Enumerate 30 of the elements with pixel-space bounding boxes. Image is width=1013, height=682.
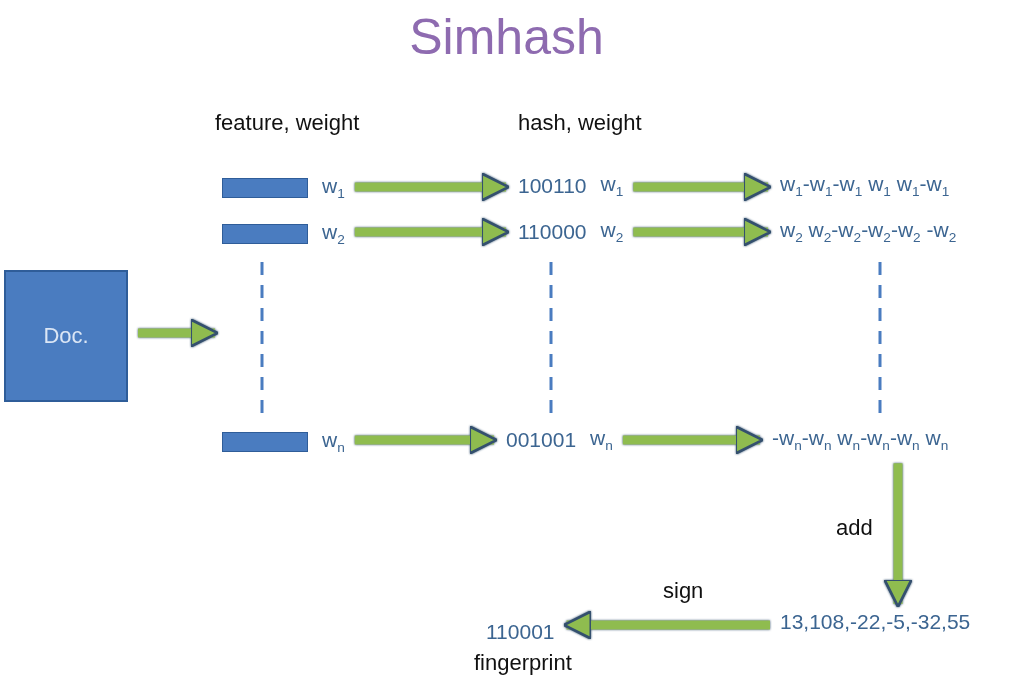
arrow bbox=[562, 610, 770, 640]
arrow bbox=[633, 172, 773, 202]
weight-text: w$_{n}$ bbox=[322, 428, 345, 456]
document-box: Doc. bbox=[4, 270, 128, 402]
value-text: w$_{1}$-w$_{1}$-w$_{1}$ w$_{1}$ w$_{1}$-w$_{1}$ bbox=[780, 172, 950, 200]
arrow bbox=[633, 217, 773, 247]
title: Simhash bbox=[408, 8, 605, 66]
arrow bbox=[354, 172, 511, 202]
edge-label: sign bbox=[663, 578, 704, 604]
weight-text: w$_{2}$ bbox=[322, 220, 345, 248]
weight-text: w$_{1}$ bbox=[600, 172, 624, 200]
arrow bbox=[354, 217, 511, 247]
column-heading: hash, weight bbox=[518, 110, 642, 136]
arrow bbox=[138, 318, 220, 348]
arrow bbox=[354, 425, 499, 455]
column-heading: feature, weight bbox=[215, 110, 360, 136]
weight-text: w$_{2}$ bbox=[600, 218, 624, 246]
value-text: -w$_{n}$-w$_{n}$ w$_{n}$-w$_{n}$-w$_{n}$ w$_{n}$ bbox=[772, 426, 949, 454]
hash-value: 100110 bbox=[518, 173, 587, 198]
arrow bbox=[622, 425, 765, 455]
weight-text: w$_{1}$ bbox=[322, 174, 345, 202]
arrow bbox=[883, 463, 913, 609]
value-text: w$_{2}$ w$_{2}$-w$_{2}$-w$_{2}$-w$_{2}$ -w$_{2}$ bbox=[780, 218, 957, 246]
hash-value: 001001 bbox=[506, 427, 577, 452]
edge-label: add bbox=[836, 515, 873, 541]
caption-text: fingerprint bbox=[474, 650, 572, 676]
weight-text: w$_{n}$ bbox=[590, 426, 613, 454]
value-text: 13,108,-22,-5,-32,55 bbox=[780, 610, 971, 634]
hash-value: 110000 bbox=[518, 219, 587, 244]
value-text: 110001 bbox=[486, 620, 555, 644]
